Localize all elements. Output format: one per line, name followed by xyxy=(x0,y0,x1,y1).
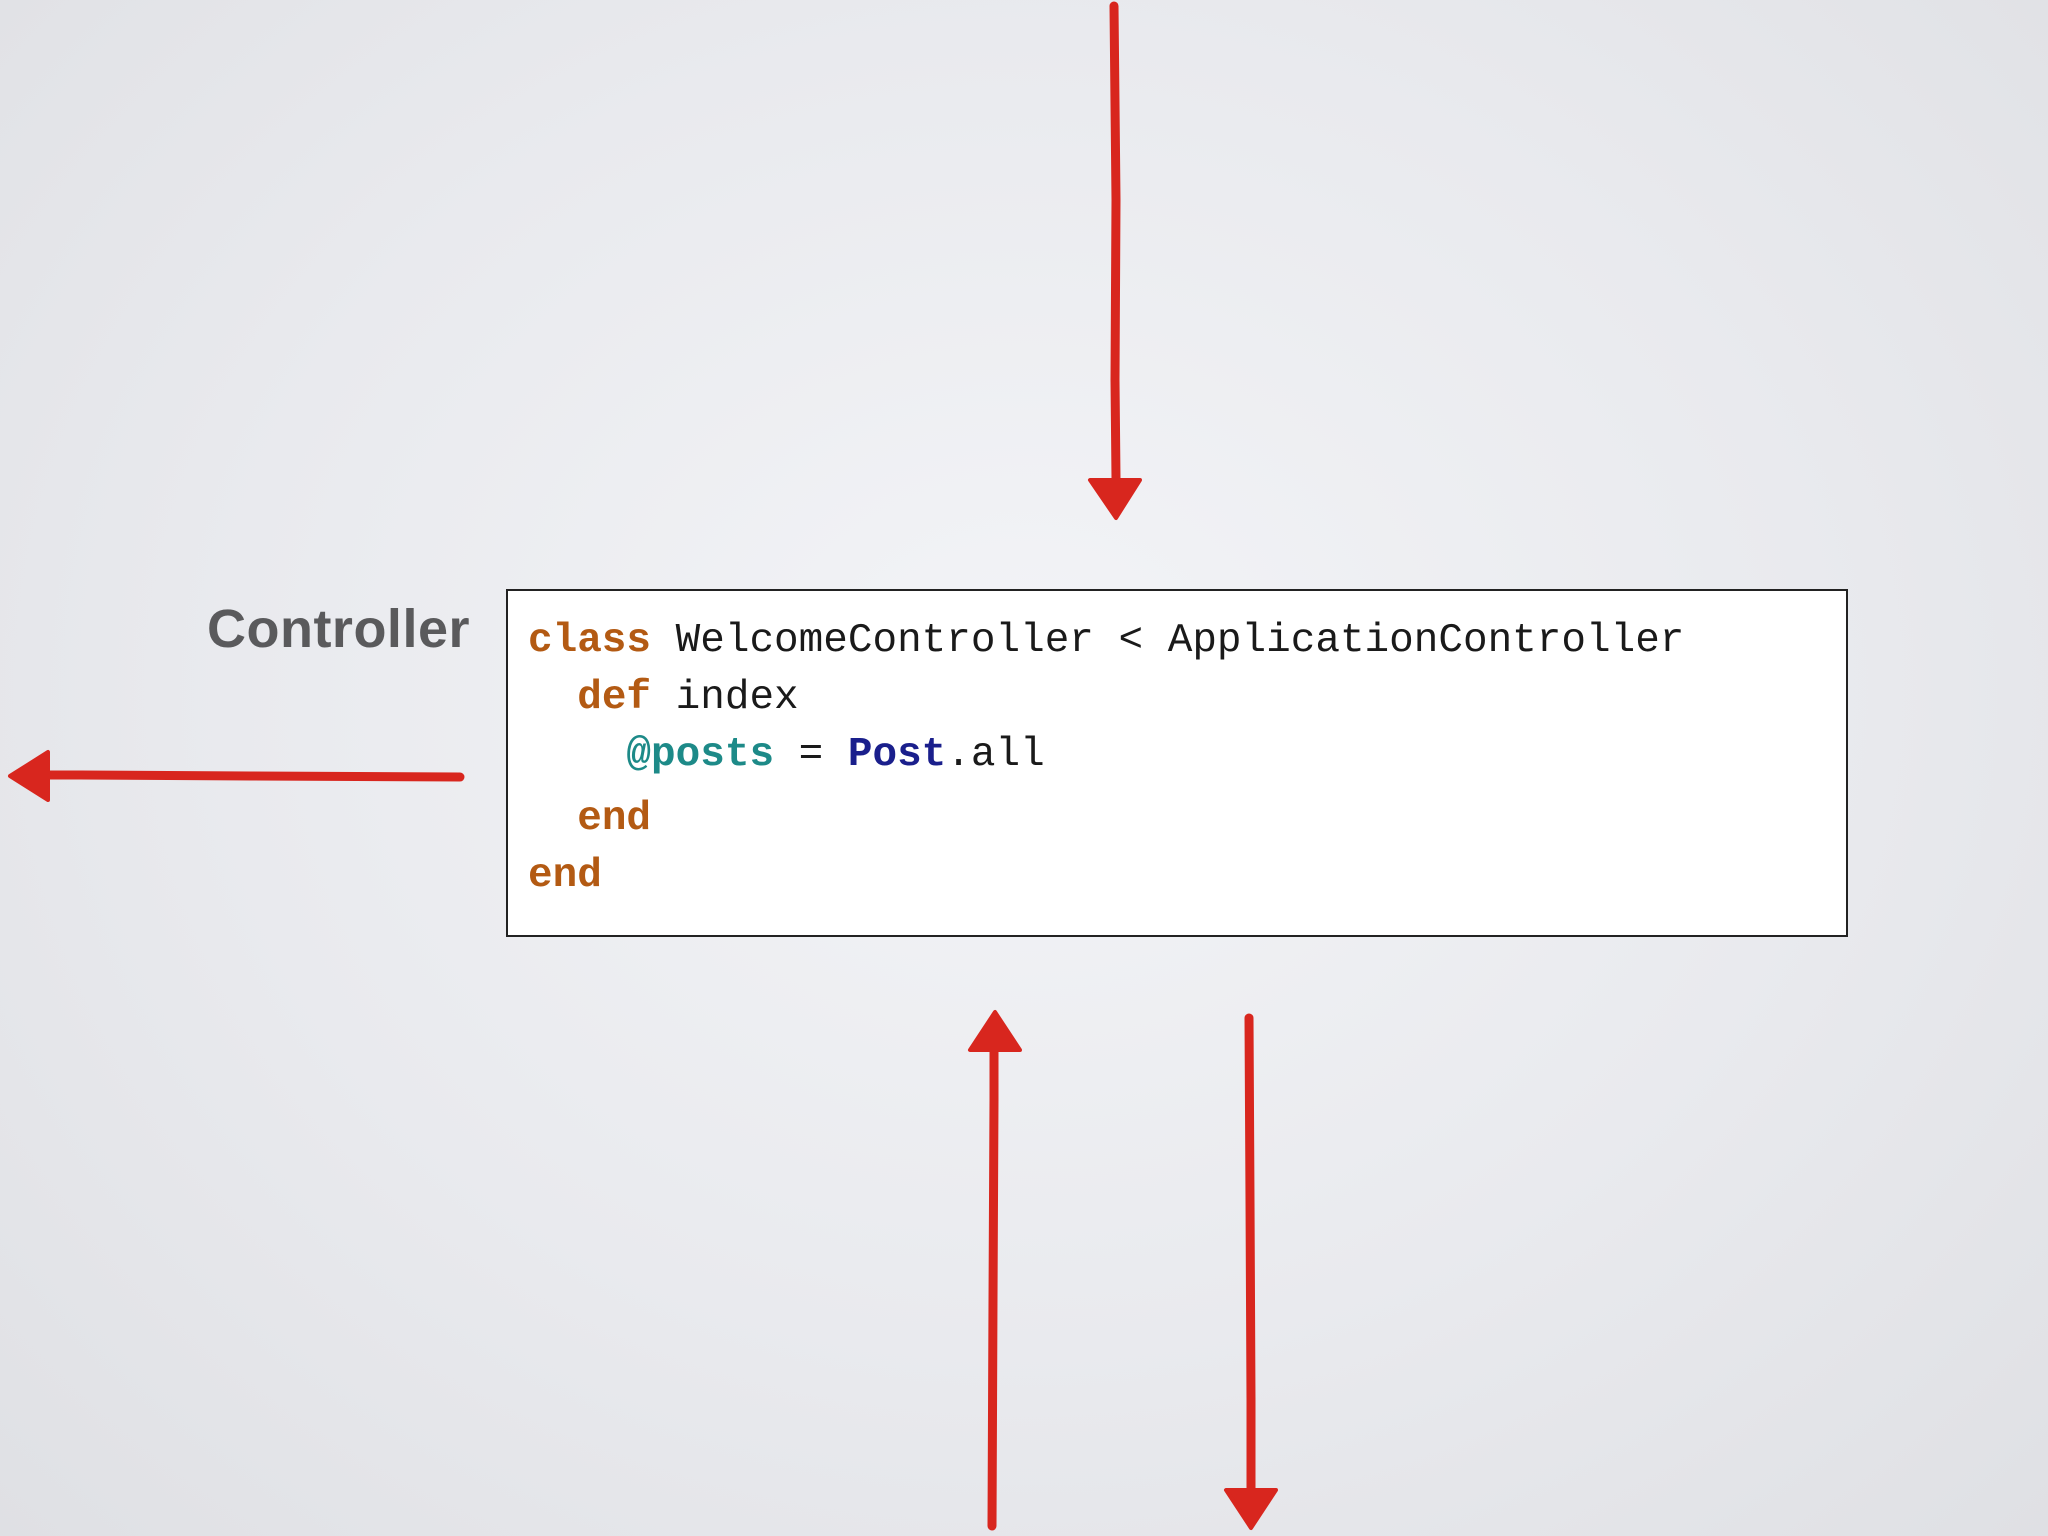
code-box: class WelcomeController < ApplicationCon… xyxy=(506,589,1848,937)
code-token: = xyxy=(774,732,848,778)
code-token xyxy=(528,732,626,778)
code-token: end xyxy=(577,796,652,842)
code-token: def xyxy=(577,675,652,721)
bottom-down-arrow xyxy=(1224,1013,1278,1530)
code-token: @posts xyxy=(626,732,775,778)
code-token: index xyxy=(651,675,799,721)
code-line: end xyxy=(528,848,1684,905)
code-line: @posts = Post.all xyxy=(528,727,1684,784)
left-arrow xyxy=(8,750,465,802)
bottom-up-arrow xyxy=(968,1010,1022,1531)
code-block: class WelcomeController < ApplicationCon… xyxy=(528,613,1684,905)
code-line: end xyxy=(528,791,1684,848)
code-token: WelcomeController < ApplicationControlle… xyxy=(651,618,1685,664)
code-token xyxy=(528,675,577,721)
code-token: end xyxy=(528,853,602,899)
code-line: def index xyxy=(528,670,1684,727)
top-down-arrow xyxy=(1088,1,1142,520)
code-token: class xyxy=(528,618,652,664)
code-line: class WelcomeController < ApplicationCon… xyxy=(528,613,1684,670)
controller-label: Controller xyxy=(206,599,470,659)
code-token: Post xyxy=(847,732,947,778)
code-token: .all xyxy=(946,732,1045,778)
code-token xyxy=(528,796,577,842)
